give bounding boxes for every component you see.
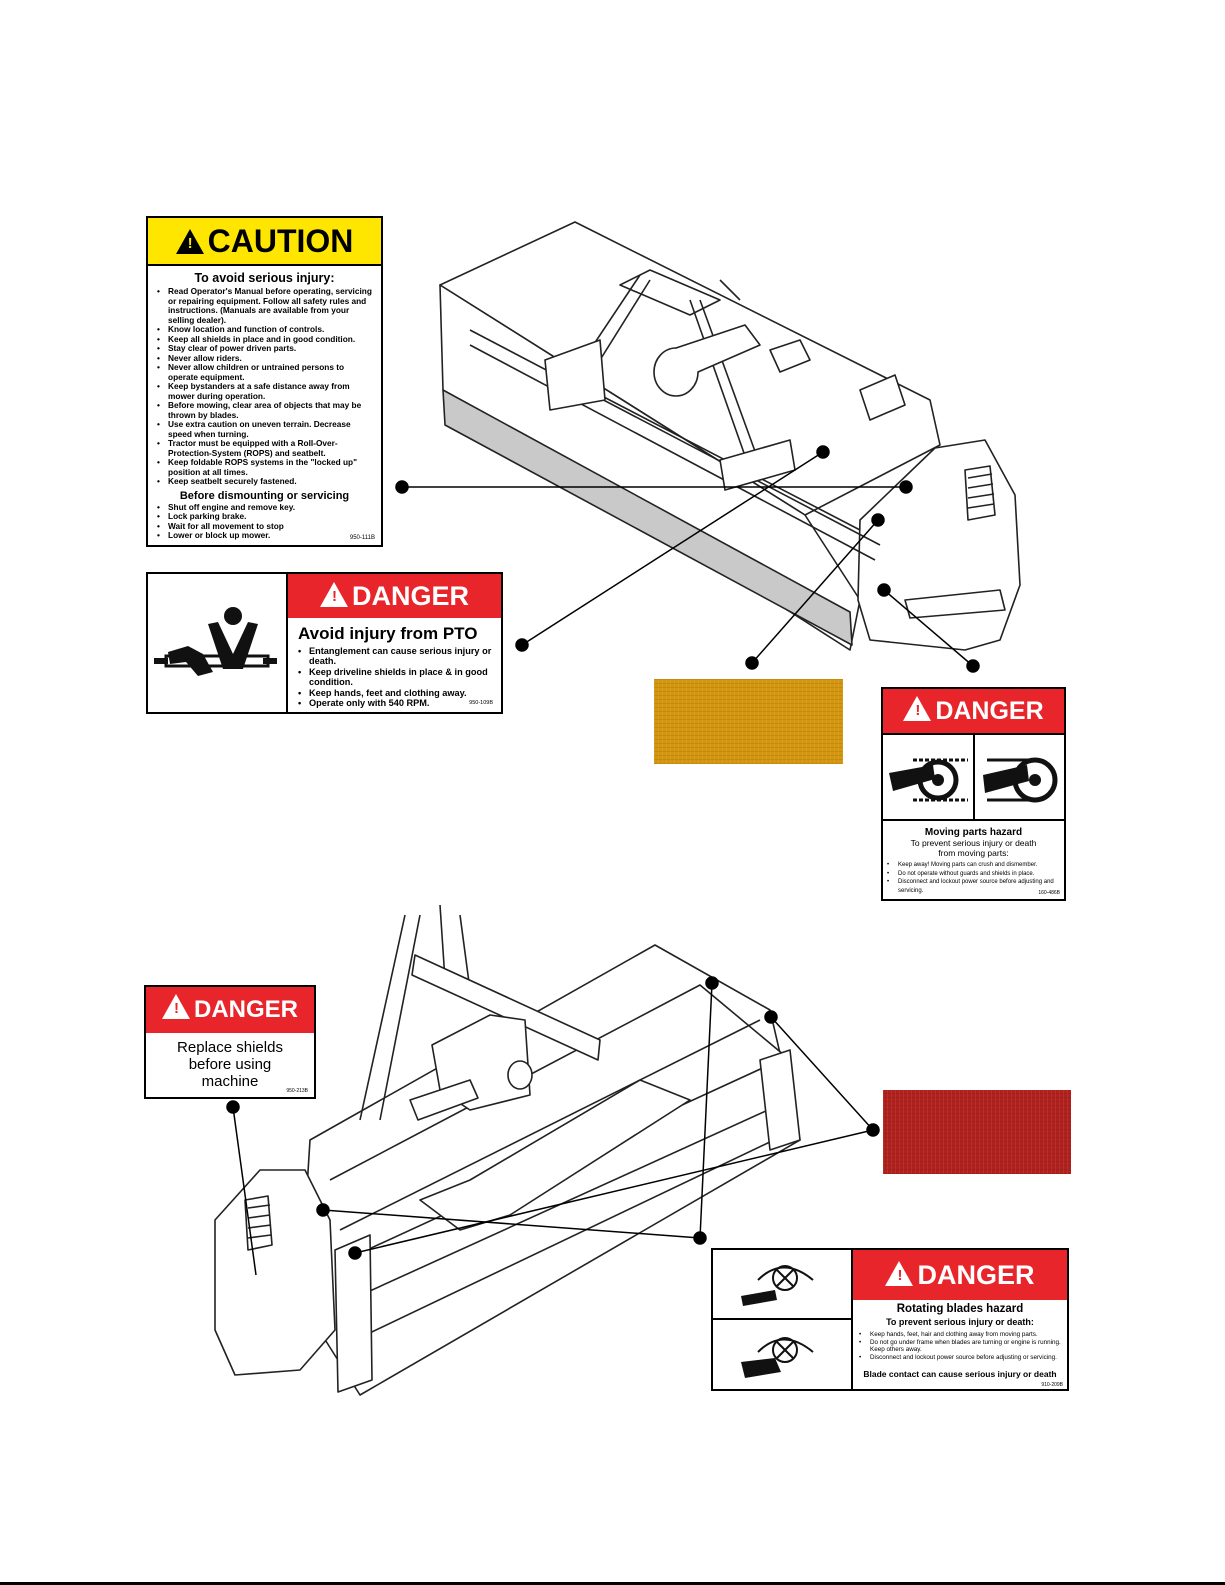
pto-danger-decal: !DANGER Avoid injury from PTO Entangleme… xyxy=(146,572,503,714)
blades-list: Keep hands, feet, hair and clothing away… xyxy=(859,1331,1063,1361)
replace-shields-danger-decal: !DANGER Replace shields before using mac… xyxy=(144,985,316,1099)
warning-triangle-icon: ! xyxy=(885,1261,914,1286)
list-item: Disconnect and lockout power source befo… xyxy=(887,878,1060,895)
moving-parts-list: Keep away! Moving parts can crush and di… xyxy=(887,861,1060,895)
pto-signal-bar: !DANGER xyxy=(288,574,501,618)
caution-signal-word: CAUTION xyxy=(207,223,354,259)
list-item: Wait for all movement to stop xyxy=(157,521,375,532)
amber-reflector-swatch xyxy=(654,679,843,764)
gear-hand-icon xyxy=(889,758,968,802)
rotating-blades-danger-decal: !DANGER Rotating blades hazard To preven… xyxy=(711,1248,1069,1391)
list-item: Never allow riders. xyxy=(157,353,375,364)
pto-part-number: 950-109B xyxy=(469,700,493,706)
list-item: Disconnect and lockout power source befo… xyxy=(859,1354,1063,1362)
caution-part-number: 950-111B xyxy=(349,535,375,541)
pto-pictogram xyxy=(148,574,288,712)
list-item: Operate only with 540 RPM. xyxy=(298,698,493,709)
list-item: Do not go under frame when blades are tu… xyxy=(859,1339,1063,1354)
belt-pulley-pictogram xyxy=(975,735,1065,819)
list-item: Keep hands, feet and clothing away. xyxy=(298,688,493,699)
blade-hand-pictogram xyxy=(713,1250,851,1320)
warning-triangle-icon: ! xyxy=(161,994,190,1019)
moving-parts-danger-decal: !DANGER Moving parts hazard To prevent s… xyxy=(881,687,1066,901)
shields-text: Replace shields before using machine xyxy=(177,1039,283,1090)
moving-parts-line3: from moving parts: xyxy=(938,848,1009,858)
blades-heading: Rotating blades hazard xyxy=(896,1303,1024,1315)
list-item: Before mowing, clear area of objects tha… xyxy=(157,400,375,420)
list-item: Keep away! Moving parts can crush and di… xyxy=(887,861,1060,870)
blades-part-number: 910-209B xyxy=(1041,1382,1063,1388)
caution-signal-bar: !CAUTION xyxy=(148,218,381,266)
caution-heading: To avoid serious injury: xyxy=(194,271,335,285)
list-item: Lower or block up mower. xyxy=(157,530,375,541)
pto-signal-word: DANGER xyxy=(351,581,469,611)
red-reflector-swatch xyxy=(883,1090,1071,1174)
list-item: Do not operate without guards and shield… xyxy=(887,870,1060,879)
pulley-hand-icon xyxy=(983,757,1058,803)
moving-parts-part-number: 160-486B xyxy=(1038,890,1060,896)
list-item: Read Operator's Manual before operating,… xyxy=(157,286,375,325)
list-item: Use extra caution on uneven terrain. Dec… xyxy=(157,419,375,439)
entanglement-icon xyxy=(154,607,277,676)
list-item: Keep driveline shields in place & in goo… xyxy=(298,667,493,688)
blade-hand-icon xyxy=(741,1265,814,1306)
caution-subheading: Before dismounting or servicing xyxy=(179,489,350,502)
blades-signal-word: DANGER xyxy=(917,1260,1035,1290)
warning-triangle-icon: ! xyxy=(903,696,932,721)
caution-decal: !CAUTION To avoid serious injury: Read O… xyxy=(146,216,383,547)
list-item: Keep all shields in place and in good co… xyxy=(157,334,375,345)
moving-parts-line2: To prevent serious injury or death xyxy=(910,838,1037,848)
moving-parts-signal-bar: !DANGER xyxy=(883,689,1064,735)
page-bottom-rule xyxy=(0,1582,1225,1585)
list-item: Keep seatbelt securely fastened. xyxy=(157,476,375,487)
shields-part-number: 950-213B xyxy=(286,1088,308,1094)
moving-parts-signal-word: DANGER xyxy=(935,697,1044,725)
list-item: Tractor must be equipped with a Roll-Ove… xyxy=(157,438,375,458)
list-item: Entanglement can cause serious injury or… xyxy=(298,646,493,667)
list-item: Keep bystanders at a safe distance away … xyxy=(157,381,375,401)
warning-triangle-icon: ! xyxy=(175,229,204,254)
blades-footer: Blade contact can cause serious injury o… xyxy=(863,1369,1057,1379)
moving-parts-heading: Moving parts hazard xyxy=(924,827,1023,838)
chain-sprocket-pictogram xyxy=(883,735,975,819)
shields-signal-bar: !DANGER xyxy=(146,987,314,1033)
blade-foot-pictogram xyxy=(713,1320,851,1389)
list-item: Keep foldable ROPS systems in the "locke… xyxy=(157,457,375,477)
list-item: Lock parking brake. xyxy=(157,511,375,522)
blades-pictograms xyxy=(713,1250,853,1389)
list-item: Keep hands, feet, hair and clothing away… xyxy=(859,1331,1063,1339)
moving-parts-pictograms xyxy=(883,735,1064,821)
warning-triangle-icon: ! xyxy=(319,582,348,607)
list-item: Know location and function of controls. xyxy=(157,324,375,335)
list-item: Shut off engine and remove key. xyxy=(157,502,375,513)
list-item: Stay clear of power driven parts. xyxy=(157,343,375,354)
pto-heading: Avoid injury from PTO xyxy=(298,624,478,643)
shields-signal-word: DANGER xyxy=(193,996,298,1023)
blades-line2: To prevent serious injury or death: xyxy=(886,1317,1034,1327)
caution-list: Read Operator's Manual before operating,… xyxy=(157,286,375,487)
pto-list: Entanglement can cause serious injury or… xyxy=(298,646,493,709)
list-item: Never allow children or untrained person… xyxy=(157,362,375,382)
blade-foot-icon xyxy=(741,1337,814,1378)
blades-signal-bar: !DANGER xyxy=(853,1250,1067,1300)
caution-sublist: Shut off engine and remove key.Lock park… xyxy=(157,502,375,541)
